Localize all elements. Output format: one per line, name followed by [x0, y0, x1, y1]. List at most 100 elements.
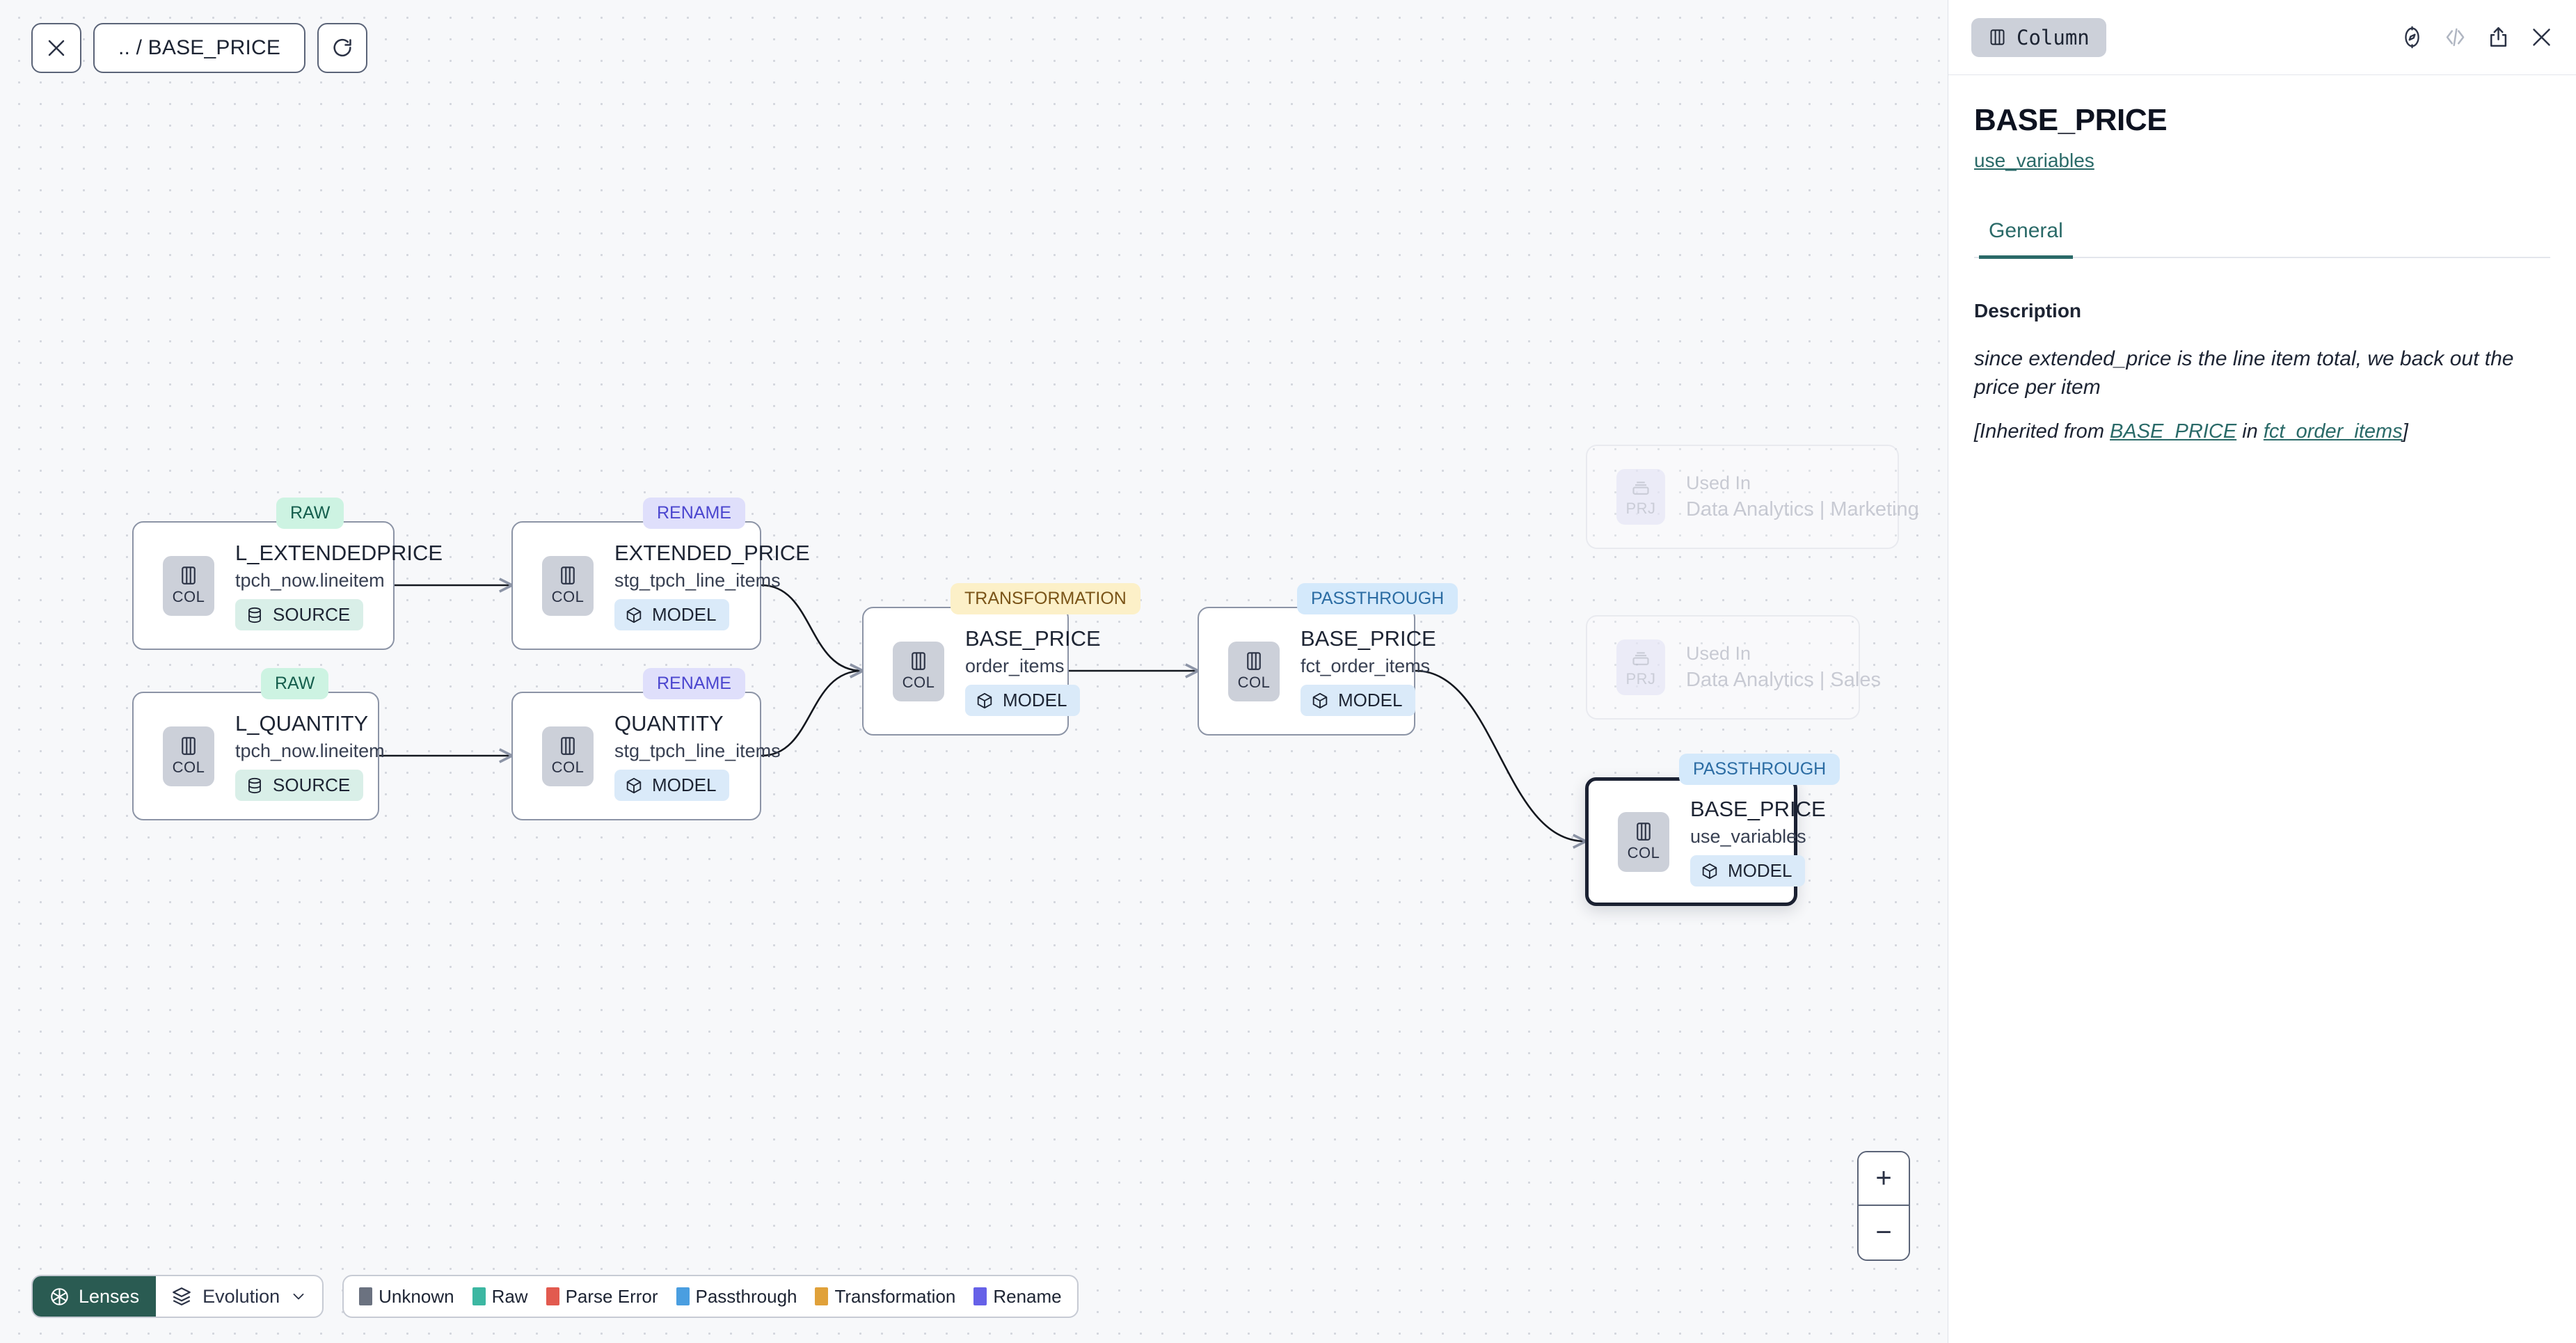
cube-icon — [1701, 862, 1719, 880]
panel-body: BASE_PRICE use_variables General — [1948, 75, 2576, 259]
legend-swatch — [676, 1287, 690, 1305]
breadcrumb: .. / BASE_PRICE — [118, 36, 281, 59]
node-subtitle: tpch_now.lineitem — [235, 740, 385, 761]
column-icon: COL — [1228, 641, 1280, 701]
inherited-column-link[interactable]: BASE_PRICE — [2110, 420, 2237, 443]
tab-general[interactable]: General — [1979, 219, 2073, 259]
panel-header-actions — [2401, 26, 2553, 49]
node-title: QUANTITY — [614, 711, 724, 736]
close-icon[interactable] — [2530, 26, 2553, 49]
entity-type-chip: Column — [1971, 17, 2106, 57]
canvas-toolbar: .. / BASE_PRICE — [31, 23, 368, 73]
description-inherited-note: [Inherited from BASE_PRICE in fct_order_… — [1974, 420, 2550, 443]
used-in-label: Used In — [1686, 643, 1751, 664]
node-tag-transformation: TRANSFORMATION — [951, 583, 1140, 614]
compass-icon[interactable] — [2401, 26, 2424, 49]
database-icon — [246, 606, 264, 624]
project-icon: PRJ — [1616, 639, 1665, 695]
node-subtitle: tpch_now.lineitem — [235, 570, 385, 591]
node-title: BASE_PRICE — [1301, 626, 1436, 651]
legend-swatch — [973, 1287, 987, 1305]
cube-icon — [625, 777, 643, 795]
inherited-prefix: [Inherited from — [1974, 420, 2110, 443]
legend-item[interactable]: Transformation — [815, 1286, 955, 1308]
legend-label: Passthrough — [695, 1285, 797, 1307]
page-title: BASE_PRICE — [1974, 103, 2168, 137]
used-in-project: Data Analytics | Sales — [1686, 669, 1881, 691]
node-kind-badge: MODEL — [614, 599, 730, 630]
entity-type-label: Column — [2017, 25, 2090, 49]
zoom-controls: + − — [1857, 1151, 1910, 1261]
column-icon — [1988, 28, 2007, 47]
panel-header: Column — [1948, 0, 2576, 75]
legend-label: Transformation — [834, 1285, 956, 1307]
bottom-bar: Lenses Evolution Unknown Raw Parse Error Pa… — [31, 1275, 1079, 1318]
legend-label: Parse Error — [565, 1285, 658, 1307]
legend-item[interactable]: Raw — [472, 1286, 528, 1308]
panel-tabs: General — [1974, 219, 2550, 259]
node-subtitle: fct_order_items — [1301, 655, 1431, 676]
column-icon: COL — [893, 641, 944, 701]
evolution-dropdown[interactable]: Evolution — [156, 1276, 322, 1317]
node-kind-badge: MODEL — [965, 685, 1081, 716]
cube-icon — [1311, 692, 1329, 710]
close-graph-button[interactable] — [31, 23, 81, 73]
chevron-down-icon — [290, 1288, 307, 1305]
node-tag-passthrough: PASSTHROUGH — [1297, 583, 1458, 614]
legend-swatch — [359, 1287, 373, 1305]
node-title: BASE_PRICE — [965, 626, 1101, 651]
zoom-out-button[interactable]: − — [1859, 1206, 1909, 1259]
description-text: since extended_price is the line item to… — [1974, 347, 2514, 399]
lenses-control: Lenses Evolution — [31, 1275, 324, 1318]
lenses-label: Lenses — [79, 1285, 140, 1307]
legend-label: Raw — [491, 1285, 528, 1307]
lineage-canvas[interactable]: .. / BASE_PRICE — [0, 0, 1948, 1343]
used-in-node[interactable]: PRJ Used In Data Analytics | Sales — [1586, 615, 1881, 720]
column-icon: COL — [163, 555, 214, 616]
cube-icon — [976, 692, 994, 710]
refresh-icon — [331, 37, 353, 59]
node-subtitle: use_variables — [1690, 826, 1806, 847]
legend-item[interactable]: Rename — [973, 1285, 1062, 1308]
legend-item[interactable]: Passthrough — [676, 1286, 797, 1308]
share-icon[interactable] — [2487, 26, 2510, 49]
description-label: Description — [1974, 300, 2082, 321]
aperture-icon — [49, 1287, 70, 1307]
breadcrumb-button[interactable]: .. / BASE_PRICE — [93, 23, 306, 73]
node-tag-raw: RAW — [261, 668, 329, 699]
code-icon[interactable] — [2444, 26, 2467, 49]
legend-label: Rename — [993, 1285, 1062, 1307]
column-icon: COL — [163, 726, 214, 786]
node-subtitle: stg_tpch_line_items — [614, 740, 781, 761]
evolution-label: Evolution — [202, 1285, 280, 1307]
layers-icon — [171, 1286, 192, 1307]
close-icon — [46, 38, 67, 58]
legend-label: Unknown — [379, 1285, 454, 1307]
inherited-suffix: ] — [2402, 420, 2408, 443]
node-title: L_EXTENDEDPRICE — [235, 541, 443, 565]
used-in-project: Data Analytics | Marketing — [1686, 498, 1919, 520]
node-kind-badge: MODEL — [1301, 685, 1416, 716]
inherited-mid: in — [2236, 420, 2264, 443]
legend-item[interactable]: Unknown — [359, 1286, 454, 1308]
legend-swatch — [472, 1287, 486, 1305]
node-title: BASE_PRICE — [1690, 797, 1826, 821]
refresh-button[interactable] — [317, 23, 368, 73]
lenses-button[interactable]: Lenses — [33, 1276, 157, 1317]
node-subtitle: order_items — [965, 655, 1065, 676]
legend-item[interactable]: Parse Error — [546, 1286, 658, 1308]
inherited-model-link[interactable]: fct_order_items — [2263, 420, 2403, 443]
zoom-in-button[interactable]: + — [1859, 1152, 1909, 1206]
node-tag-raw: RAW — [276, 498, 344, 529]
node-tag-rename: RENAME — [643, 668, 745, 699]
parent-model-link[interactable]: use_variables — [1974, 150, 2094, 171]
node-tag-rename: RENAME — [643, 498, 745, 529]
